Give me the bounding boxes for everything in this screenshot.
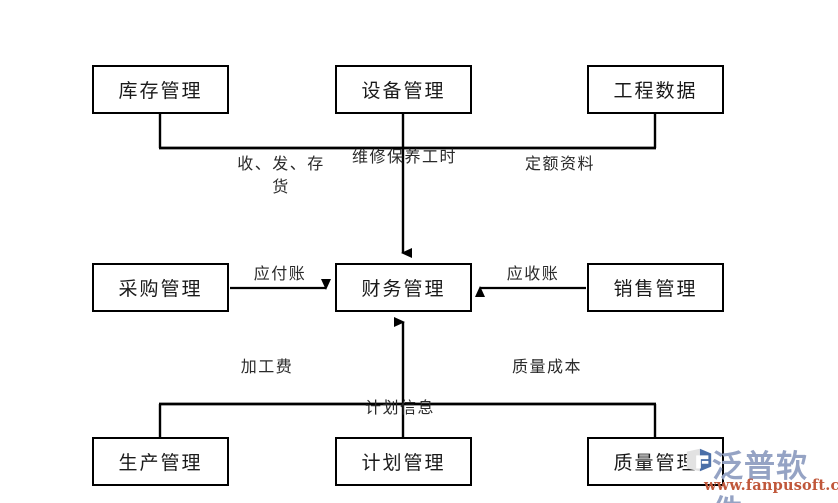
edge-label-planning-finance: 计划信息 <box>364 398 435 417</box>
node-quality[interactable]: 质量管理 <box>587 437 724 486</box>
node-label: 质量管理 <box>613 452 698 474</box>
node-label: 销售管理 <box>613 278 698 300</box>
edge-label-quality-finance: 质量成本 <box>511 357 582 376</box>
edge-label-sales-finance: 应收账 <box>506 264 560 283</box>
edge-label-production-finance: 加工费 <box>240 357 294 376</box>
node-label: 生产管理 <box>118 452 203 474</box>
node-purchasing[interactable]: 采购管理 <box>92 263 229 312</box>
node-equipment[interactable]: 设备管理 <box>335 65 472 114</box>
edge-label-purchasing-finance: 应付账 <box>253 264 307 283</box>
node-planning[interactable]: 计划管理 <box>335 437 472 486</box>
node-label: 库存管理 <box>118 80 203 102</box>
node-label: 计划管理 <box>361 452 446 474</box>
edge-label-equipment-finance: 维修保养工时 <box>351 147 457 166</box>
node-label: 工程数据 <box>613 80 698 102</box>
node-sales[interactable]: 销售管理 <box>587 263 724 312</box>
node-inventory[interactable]: 库存管理 <box>92 65 229 114</box>
node-label: 采购管理 <box>118 278 203 300</box>
edge-label-inventory-finance: 收、发、存 货 <box>237 154 325 197</box>
node-label: 财务管理 <box>361 278 446 300</box>
node-label: 设备管理 <box>361 80 446 102</box>
edge-label-engineering-finance: 定额资料 <box>524 154 595 173</box>
node-finance[interactable]: 财务管理 <box>335 263 472 312</box>
node-engineering[interactable]: 工程数据 <box>587 65 724 114</box>
node-production[interactable]: 生产管理 <box>92 437 229 486</box>
